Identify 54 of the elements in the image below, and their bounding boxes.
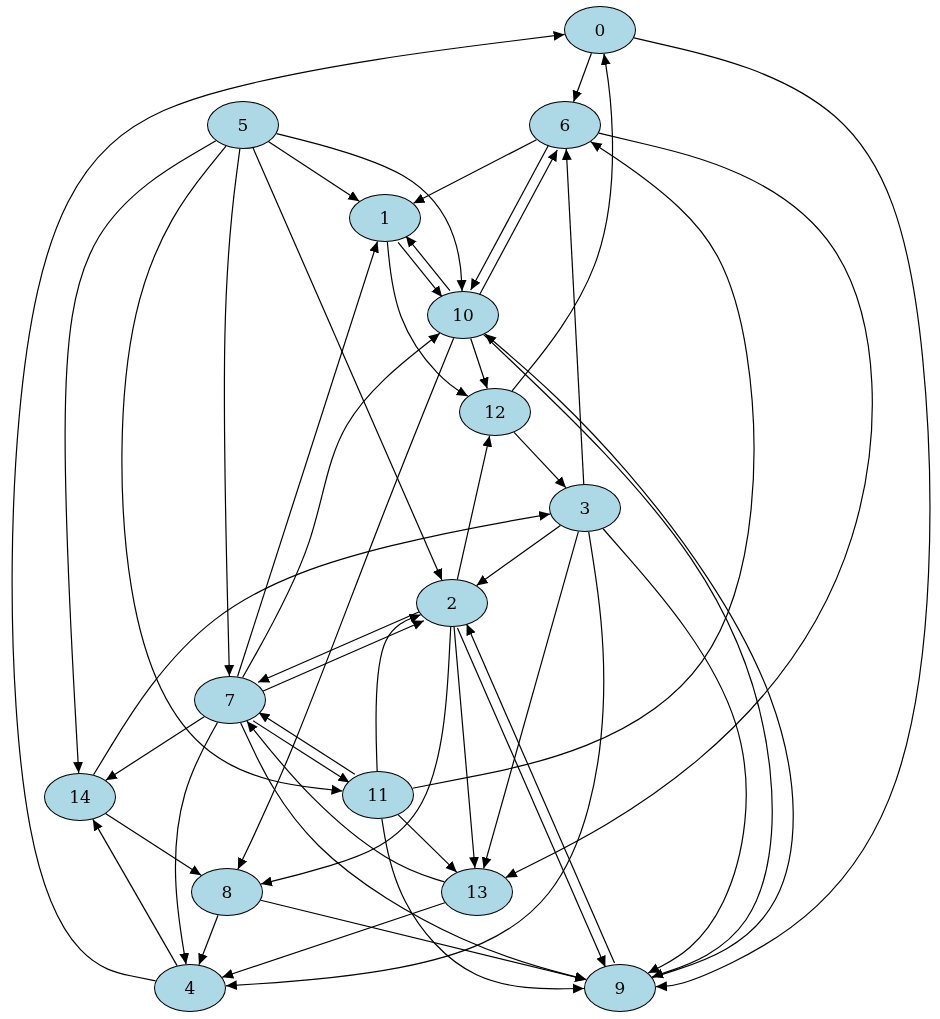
arrow [225, 531, 605, 991]
arrow [276, 132, 467, 292]
arrow [198, 914, 219, 966]
arrow [513, 431, 567, 489]
graph-node: 11 [342, 771, 414, 819]
graph-node: 6 [529, 101, 601, 149]
arrow [381, 818, 585, 994]
arrow [453, 626, 479, 869]
arrow [511, 53, 614, 392]
arrow [386, 241, 469, 397]
arrow [633, 37, 931, 992]
arrow [572, 52, 592, 103]
arrow [456, 435, 493, 580]
graph-node: 7 [194, 676, 266, 724]
arrow [246, 720, 445, 883]
graph-node: 10 [427, 291, 499, 339]
arrow [252, 720, 350, 784]
graph-node: 4 [154, 964, 226, 1012]
arrow [470, 337, 489, 390]
arrow [237, 337, 455, 870]
graph-node: 8 [191, 868, 263, 916]
arrow [260, 626, 452, 887]
arrow [236, 240, 379, 678]
graph-node: 13 [441, 868, 513, 916]
arrow [397, 241, 443, 298]
arrow [481, 531, 579, 869]
arrow [105, 716, 205, 781]
arrow [475, 524, 562, 587]
arrow [405, 235, 451, 292]
arrow [260, 899, 587, 982]
graph-node: 9 [584, 964, 656, 1012]
graph-node: 3 [549, 484, 621, 532]
graph-node: 1 [349, 194, 421, 242]
graph-node: 5 [207, 101, 279, 149]
arrow [221, 902, 446, 979]
graph-node: 2 [416, 579, 488, 627]
arrow [258, 711, 356, 775]
arrow [252, 147, 443, 581]
arrow [105, 813, 202, 876]
arrow [375, 614, 422, 772]
arrow [602, 528, 747, 974]
arrow [121, 145, 344, 795]
graph-node: 12 [459, 388, 531, 436]
arrow [561, 148, 585, 485]
graph-node: 0 [564, 6, 636, 54]
arrow [397, 814, 458, 873]
graph-node: 14 [44, 773, 116, 821]
arrow [470, 144, 550, 291]
arrow [11, 30, 566, 982]
arrow [505, 132, 873, 879]
arrow [478, 149, 558, 296]
arrow [223, 148, 241, 677]
arrow [268, 141, 360, 202]
arrow [411, 141, 755, 789]
